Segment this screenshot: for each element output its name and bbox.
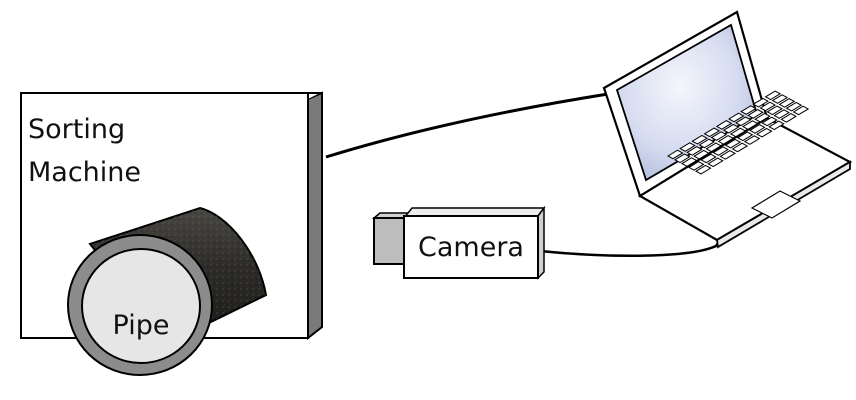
pipe: Pipe	[67, 206, 268, 376]
laptop-key	[719, 150, 736, 160]
laptop-key	[768, 120, 785, 131]
laptop-key	[747, 109, 764, 119]
laptop-key	[748, 124, 766, 134]
laptop-key	[759, 101, 776, 112]
sorting-machine-label-line2: Machine	[28, 157, 141, 188]
laptop-key	[722, 123, 740, 134]
laptop-key	[724, 138, 742, 149]
laptop-key	[766, 105, 783, 116]
pipe-face	[81, 248, 201, 364]
laptop-key	[743, 135, 761, 145]
cable-camera-to-laptop	[539, 239, 722, 257]
laptop-key	[761, 116, 778, 127]
laptop-key	[717, 135, 735, 145]
laptop-key	[755, 127, 773, 138]
laptop-key	[700, 153, 717, 164]
sorting-machine-side	[307, 91, 323, 341]
laptop-key	[715, 120, 733, 130]
camera-label: Camera	[418, 232, 524, 263]
laptop-key	[687, 161, 705, 171]
laptop-key	[771, 94, 789, 104]
sorting-machine-label-line1: Sorting	[28, 114, 125, 145]
cable-machine-to-laptop	[325, 92, 609, 159]
laptop-key	[679, 142, 696, 152]
laptop-key	[731, 142, 749, 153]
laptop	[602, 10, 853, 249]
camera-lens	[373, 217, 405, 265]
laptop-key	[740, 105, 757, 115]
laptop-key	[773, 109, 790, 119]
laptop-key	[666, 149, 684, 160]
laptop-key	[729, 127, 747, 138]
laptop-key	[741, 120, 759, 130]
laptop-key	[693, 149, 710, 160]
laptop-key	[703, 127, 721, 138]
camera-body	[403, 215, 539, 279]
laptop-key	[785, 101, 803, 112]
laptop-key	[707, 157, 724, 168]
laptop-key	[712, 146, 729, 156]
laptop-key	[792, 105, 810, 116]
pipe-label: Pipe	[113, 310, 170, 341]
laptop-key	[752, 97, 769, 108]
laptop-key	[698, 138, 715, 149]
laptop-touchpad	[750, 190, 802, 219]
laptop-key	[754, 112, 771, 123]
laptop-key	[691, 134, 708, 145]
laptop-key	[778, 98, 796, 108]
laptop-key	[764, 90, 782, 101]
laptop-key	[680, 157, 698, 167]
laptop-key	[780, 113, 797, 123]
laptop-key	[673, 153, 691, 164]
laptop-key	[694, 164, 712, 175]
laptop-key	[734, 116, 752, 127]
laptop-key	[736, 131, 754, 142]
laptop-key	[727, 112, 745, 123]
laptop-key	[686, 146, 703, 156]
laptop-key	[710, 131, 728, 141]
camera: Camera	[371, 205, 546, 280]
laptop-key	[705, 142, 722, 153]
laptop-keyboard	[666, 90, 810, 175]
